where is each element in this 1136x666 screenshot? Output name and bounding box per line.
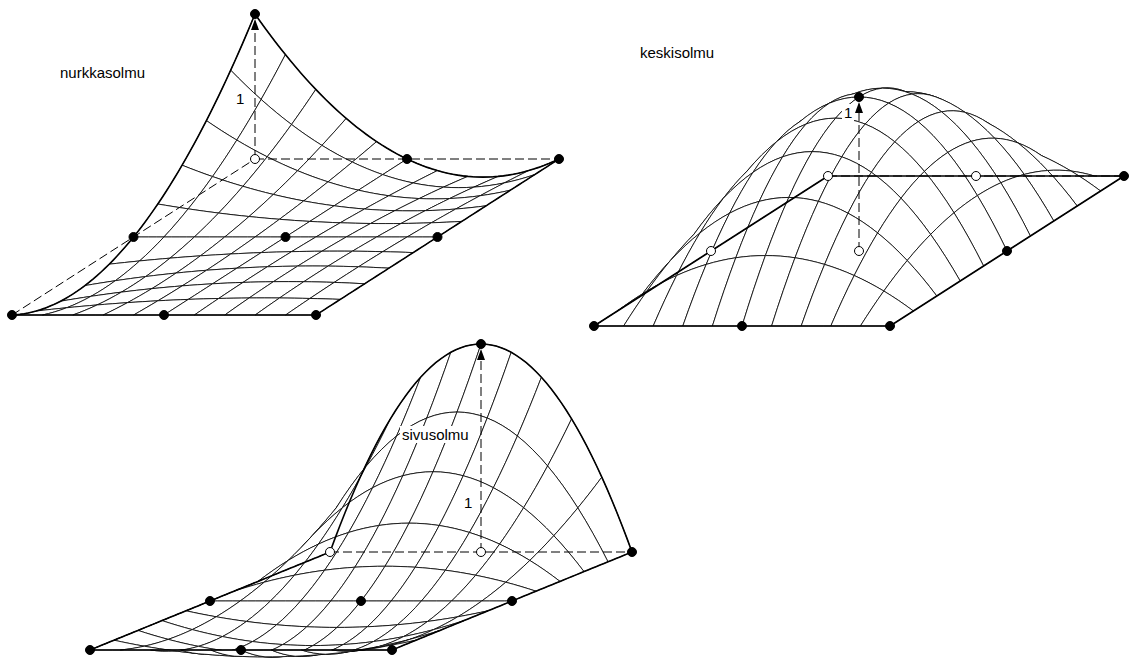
element-node bbox=[738, 322, 747, 331]
element-node bbox=[8, 311, 17, 320]
mesh-cell bbox=[359, 252, 414, 269]
element-node bbox=[508, 597, 517, 606]
node-type-label: nurkkasolmu bbox=[58, 64, 147, 81]
surface-edge bbox=[255, 14, 559, 177]
element-node bbox=[403, 155, 412, 164]
dashed-guide-line bbox=[481, 356, 482, 552]
element-node bbox=[357, 597, 366, 606]
element-node bbox=[824, 172, 833, 181]
mesh-cell bbox=[310, 282, 365, 299]
mesh-cell bbox=[860, 291, 913, 326]
element-node bbox=[555, 155, 564, 164]
element-node bbox=[590, 322, 599, 331]
surface-edge bbox=[330, 344, 632, 552]
element-node bbox=[86, 646, 95, 655]
surface-edge bbox=[90, 552, 330, 650]
element-node bbox=[477, 548, 486, 557]
arrowhead bbox=[251, 19, 259, 30]
mesh-cell bbox=[431, 206, 486, 223]
element-node bbox=[251, 10, 260, 19]
dashed-guide-line bbox=[859, 109, 860, 251]
element-node bbox=[281, 233, 290, 242]
mesh-cell bbox=[334, 267, 389, 284]
shape-function-surface bbox=[590, 88, 1129, 331]
element-node bbox=[972, 172, 981, 181]
arrowhead bbox=[855, 102, 863, 113]
mesh-cell bbox=[386, 630, 440, 646]
surface-edge bbox=[392, 552, 632, 650]
element-node bbox=[129, 233, 138, 242]
mesh-cell bbox=[458, 601, 512, 617]
value-label: 1 bbox=[234, 90, 246, 107]
node-type-label: sivusolmu bbox=[400, 426, 471, 443]
element-node bbox=[206, 597, 215, 606]
value-label: 1 bbox=[462, 494, 474, 511]
element-node bbox=[855, 93, 864, 102]
surface-edge bbox=[316, 159, 559, 315]
element-node bbox=[326, 548, 335, 557]
element-node bbox=[1120, 172, 1129, 181]
element-node bbox=[628, 548, 637, 557]
element-node bbox=[388, 646, 397, 655]
element-node bbox=[477, 340, 486, 349]
surface-edge bbox=[890, 176, 1124, 326]
element-node bbox=[855, 247, 864, 256]
dashed-guide-line bbox=[594, 176, 828, 326]
value-label: 1 bbox=[842, 104, 854, 121]
element-node bbox=[886, 322, 895, 331]
element-node bbox=[707, 247, 716, 256]
dashed-guide-line bbox=[255, 26, 256, 159]
element-node bbox=[312, 311, 321, 320]
element-node bbox=[237, 646, 246, 655]
element-node bbox=[1003, 247, 1012, 256]
element-node bbox=[433, 233, 442, 242]
element-node bbox=[251, 155, 260, 164]
surface-edge bbox=[594, 176, 828, 326]
shape-function-surface bbox=[8, 10, 564, 320]
surface-edge bbox=[12, 14, 255, 315]
mesh-cell bbox=[383, 237, 438, 253]
node-type-label: keskisolmu bbox=[638, 44, 716, 61]
element-node bbox=[160, 311, 169, 320]
dashed-guide-line bbox=[90, 552, 330, 650]
arrowhead bbox=[477, 349, 485, 360]
shape-function-surface bbox=[86, 340, 637, 658]
dashed-guide-line bbox=[12, 159, 255, 315]
